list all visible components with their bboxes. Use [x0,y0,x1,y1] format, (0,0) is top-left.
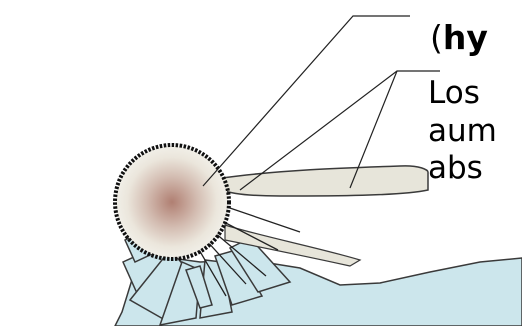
pointer-lines [203,16,440,190]
description-line-3: abs [428,150,483,186]
diagram-heading: (hy [430,18,488,58]
description-line-2: aum [428,113,497,149]
description-line-1: Los [428,75,480,111]
